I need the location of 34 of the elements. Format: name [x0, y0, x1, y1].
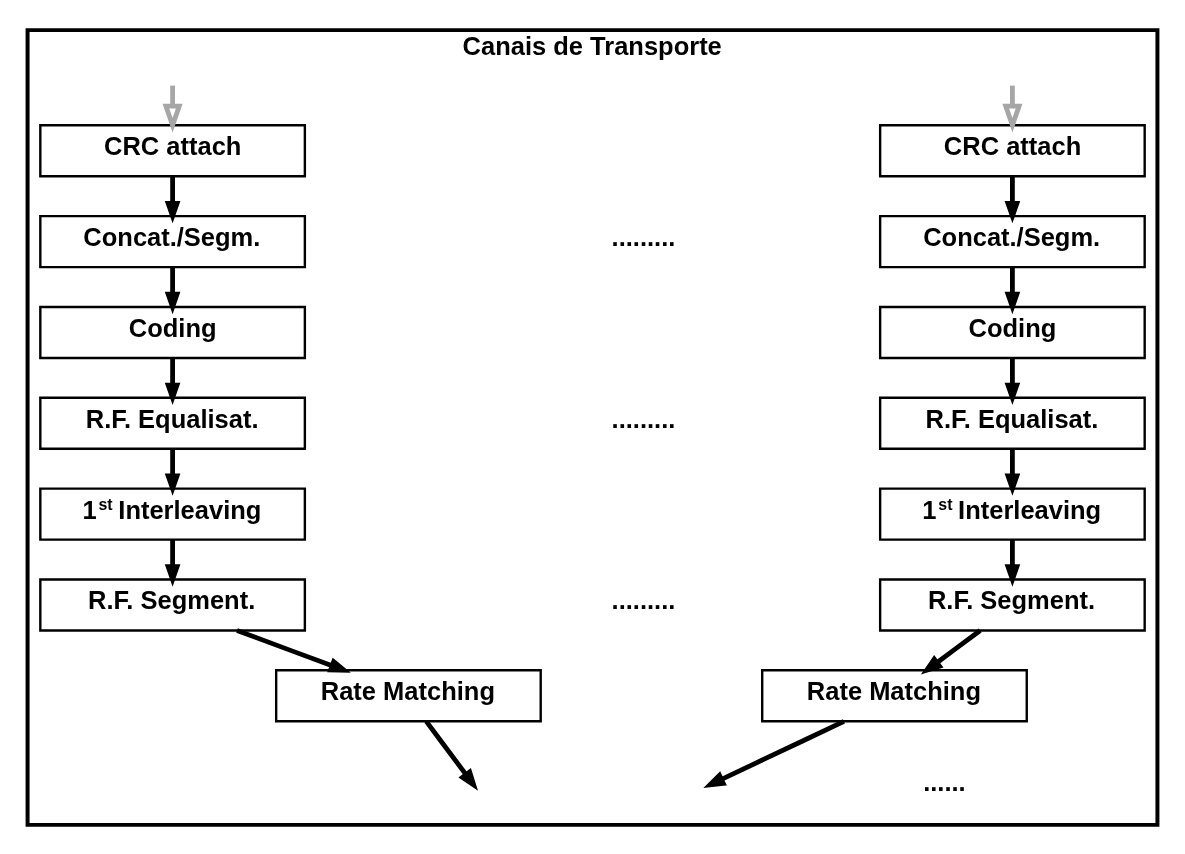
node-box: R.F. Segment.	[39, 577, 307, 632]
label: ......	[923, 767, 966, 796]
node-box: Concat./Segm.	[39, 214, 307, 268]
node-box: R.F. Equalisat.	[878, 396, 1146, 450]
arrow	[1004, 448, 1021, 496]
node-box: 1$^{st}$ Interleaving	[878, 486, 1146, 541]
node-box: CRC attach	[39, 123, 307, 177]
node-box: Rate Matching	[761, 668, 1028, 722]
arrow	[164, 539, 181, 587]
arrow	[1004, 539, 1021, 587]
arrow	[920, 628, 982, 675]
node-box: R.F. Equalisat.	[39, 396, 307, 450]
node-box: 1$^{st}$ Interleaving	[39, 486, 307, 541]
node-box: R.F. Segment.	[878, 577, 1146, 632]
arrow	[1004, 266, 1021, 314]
node-box: Coding	[39, 305, 307, 359]
node-box: Coding	[878, 305, 1146, 359]
label: .........	[611, 585, 676, 614]
node-box: Rate Matching	[274, 668, 542, 722]
arrow	[1002, 85, 1023, 132]
arrow	[424, 719, 479, 791]
node-box: CRC attach	[878, 123, 1146, 177]
node-box: Concat./Segm.	[878, 214, 1146, 268]
arrow	[236, 627, 351, 673]
label: .........	[611, 404, 676, 433]
arrow	[164, 448, 181, 496]
arrow	[162, 85, 183, 132]
arrow	[164, 175, 181, 223]
arrow	[164, 357, 181, 405]
arrow	[1004, 175, 1021, 223]
arrow	[1004, 357, 1021, 405]
arrow	[164, 266, 181, 314]
arrow	[703, 718, 845, 788]
label: .........	[611, 222, 676, 251]
